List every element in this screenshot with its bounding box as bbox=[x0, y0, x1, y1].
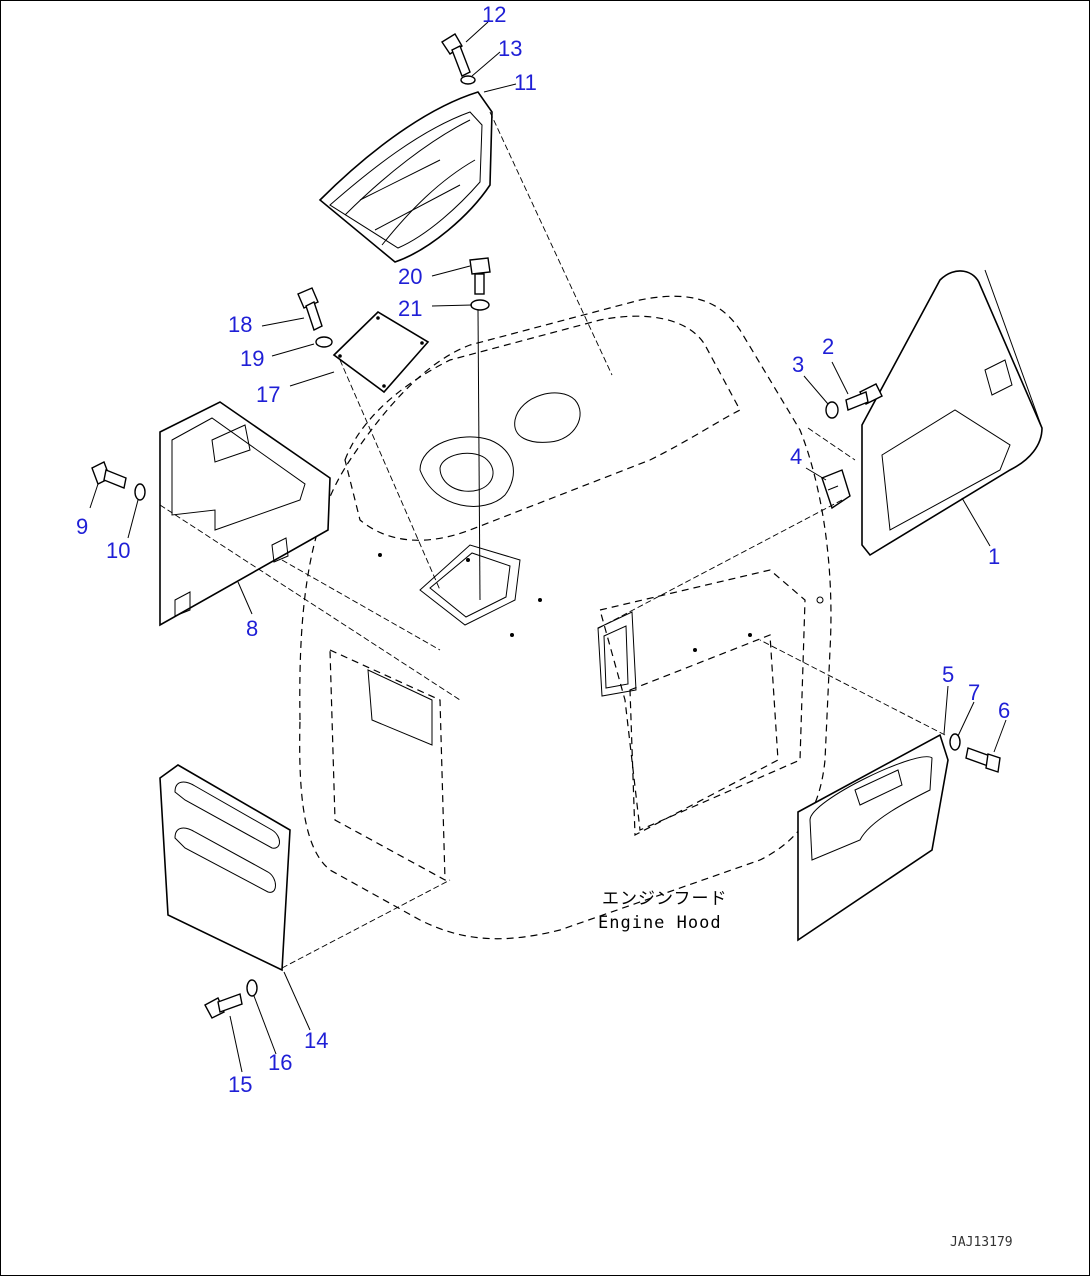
bolt-part-12 bbox=[441, 33, 471, 77]
callout-3: 3 bbox=[792, 352, 804, 377]
callout-15: 15 bbox=[228, 1072, 252, 1097]
side-panel-part-1 bbox=[861, 269, 1043, 557]
callout-11: 11 bbox=[514, 70, 537, 95]
callout-14: 14 bbox=[304, 1028, 328, 1053]
washer-part-21 bbox=[470, 299, 490, 311]
bracket-part-4 bbox=[821, 469, 851, 510]
guide-lines bbox=[159, 111, 946, 969]
callout-1: 1 bbox=[988, 544, 1000, 569]
callout-10: 10 bbox=[106, 538, 130, 563]
bolt-part-9 bbox=[91, 461, 127, 489]
callout-numbers: 12 13 11 20 21 18 19 17 9 10 8 3 2 4 1 5… bbox=[76, 2, 1010, 1097]
washer-part-16 bbox=[246, 979, 258, 997]
callout-8: 8 bbox=[246, 616, 258, 641]
callout-13: 13 bbox=[498, 36, 522, 61]
callout-12: 12 bbox=[482, 2, 506, 27]
callout-2: 2 bbox=[822, 334, 834, 359]
callout-16: 16 bbox=[268, 1050, 292, 1075]
callout-9: 9 bbox=[76, 514, 88, 539]
engine-hood bbox=[299, 295, 832, 940]
callout-4: 4 bbox=[790, 444, 802, 469]
callout-21: 21 bbox=[398, 296, 422, 321]
bolt-part-20 bbox=[469, 257, 491, 295]
washer-part-3 bbox=[825, 401, 839, 419]
bolt-part-2 bbox=[845, 383, 883, 411]
side-panel-part-5 bbox=[797, 733, 949, 942]
drawing-code: JAJ13179 bbox=[950, 1235, 1013, 1250]
small-cover-part-17 bbox=[332, 310, 430, 394]
top-cover-part-11 bbox=[318, 91, 493, 263]
callout-6: 6 bbox=[998, 698, 1010, 723]
callout-20: 20 bbox=[398, 264, 422, 289]
callout-17: 17 bbox=[256, 382, 280, 407]
side-panel-part-14 bbox=[159, 764, 291, 972]
washer-part-10 bbox=[134, 483, 146, 501]
callout-7: 7 bbox=[968, 680, 980, 705]
washer-part-13 bbox=[460, 75, 476, 85]
side-panel-part-8 bbox=[159, 401, 331, 627]
callout-5: 5 bbox=[942, 662, 954, 687]
bolt-part-18 bbox=[297, 287, 323, 331]
bolt-part-6 bbox=[965, 747, 1001, 773]
bolt-part-15 bbox=[204, 993, 243, 1019]
washer-part-19 bbox=[315, 336, 333, 348]
engine-hood-label-en: Engine Hood bbox=[598, 913, 722, 933]
callout-leaders bbox=[89, 21, 1007, 1073]
washer-part-7 bbox=[949, 733, 961, 751]
callout-18: 18 bbox=[228, 312, 252, 337]
engine-hood-label-jp: エンジンフード bbox=[602, 889, 728, 909]
callout-19: 19 bbox=[240, 346, 264, 371]
